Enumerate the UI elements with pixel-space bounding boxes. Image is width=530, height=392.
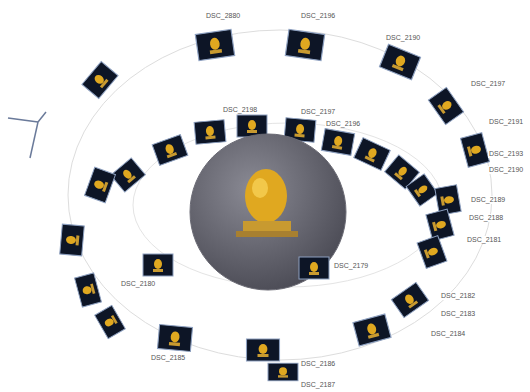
camera-thumbnail <box>82 61 118 98</box>
camera-label: DSC_2198 <box>222 106 258 114</box>
camera-label: DSC_2193 <box>488 150 524 158</box>
camera-thumbnail <box>60 224 85 256</box>
camera-label: DSC_2197 <box>470 80 506 88</box>
camera-thumbnail <box>85 167 116 203</box>
camera-thumbnail <box>299 257 329 279</box>
camera-label: DSC_2184 <box>430 330 466 338</box>
camera-thumbnail <box>75 273 102 307</box>
camera-thumbnail <box>152 135 188 166</box>
camera-thumbnail <box>247 339 280 361</box>
camera-thumbnail <box>195 29 234 60</box>
camera-thumbnail <box>391 282 428 317</box>
object-sphere <box>190 134 346 290</box>
camera-thumbnail <box>321 129 354 156</box>
camera-thumbnail <box>354 138 390 171</box>
camera-label: DSC_2190 <box>385 34 421 42</box>
camera-label: DSC_2180 <box>120 280 156 288</box>
camera-label: DSC_2186 <box>300 360 336 368</box>
camera-thumbnail <box>426 209 454 241</box>
camera-label: DSC_2191 <box>488 118 524 126</box>
camera-label: DSC_2196 <box>325 120 361 128</box>
camera-label: DSC_2187 <box>300 381 336 389</box>
camera-thumbnail <box>268 363 298 381</box>
camera-thumbnail <box>379 44 420 79</box>
camera-label: DSC_2190 <box>488 166 524 174</box>
camera-thumbnail <box>95 305 126 338</box>
camera-thumbnail <box>285 29 324 60</box>
camera-label: DSC_2189 <box>470 196 506 204</box>
camera-thumbnail <box>353 314 391 346</box>
camera-thumbnail <box>158 325 193 352</box>
camera-thumbnail <box>460 133 489 168</box>
camera-label: DSC_2185 <box>150 354 186 362</box>
camera-label: DSC_2197 <box>300 108 336 116</box>
camera-label: DSC_2181 <box>466 236 502 244</box>
camera-thumbnail <box>143 254 173 276</box>
camera-label: DSC_2880 <box>205 12 241 20</box>
camera-thumbnail <box>417 236 447 269</box>
camera-thumbnail <box>406 174 438 206</box>
camera-label: DSC_2179 <box>333 262 369 270</box>
camera-label: DSC_2196 <box>300 12 336 20</box>
camera-thumbnail <box>428 87 463 124</box>
camera-thumbnail <box>194 120 226 145</box>
outer-ring <box>68 30 492 360</box>
axis-symbol <box>8 112 46 158</box>
scanned-object <box>236 169 298 237</box>
camera-label: DSC_2183 <box>440 310 476 318</box>
camera-label: DSC_2182 <box>440 292 476 300</box>
camera-label: DSC_2188 <box>468 214 504 222</box>
